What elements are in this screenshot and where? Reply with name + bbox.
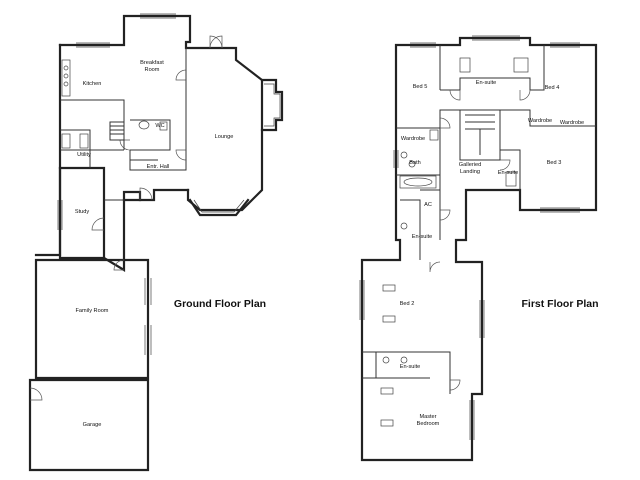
label-utility: Utility <box>77 152 91 158</box>
label-bed2: Bed 2 <box>400 301 415 307</box>
first-floor-plan: Bed 5 En-suite Bed 4 Wardrobe Wardrobe W… <box>359 35 599 462</box>
ground-floor-title: Ground Floor Plan <box>174 298 266 310</box>
label-ac: AC <box>424 202 432 208</box>
ground-windows <box>57 13 176 355</box>
first-windows <box>359 35 580 440</box>
ground-doors <box>29 35 223 401</box>
first-interior-walls <box>362 45 596 394</box>
ground-fixtures <box>61 59 168 149</box>
label-study: Study <box>75 209 90 215</box>
breakfast-line1: Breakfast <box>140 60 164 66</box>
label-bath: Bath <box>409 160 421 166</box>
first-doors <box>429 89 531 391</box>
label-bed4: Bed 4 <box>545 85 560 91</box>
first-fixtures <box>380 57 529 427</box>
label-bed3: Bed 3 <box>547 160 562 166</box>
label-lounge: Lounge <box>215 134 234 140</box>
label-ensuite-top: En-suite <box>476 80 497 86</box>
master-line1: Master <box>419 414 436 420</box>
label-family-room: Family Room <box>76 308 109 314</box>
label-ensuite-mid: En-suite <box>412 234 433 240</box>
label-ensuite-master: En-suite <box>400 364 421 370</box>
master-line2: Bedroom <box>417 421 440 427</box>
ground-bay-windows <box>188 78 284 217</box>
first-floor-title: First Floor Plan <box>521 298 598 310</box>
ground-interior-walls <box>60 48 187 201</box>
label-garage: Garage <box>83 422 102 428</box>
label-bed5: Bed 5 <box>413 84 428 90</box>
label-kitchen: Kitchen <box>83 81 102 87</box>
breakfast-line2: Room <box>145 67 160 73</box>
landing-line2: Landing <box>460 169 480 175</box>
label-wardrobe-right: Wardrobe <box>560 120 584 126</box>
label-ensuite-right: En-suite <box>498 170 519 176</box>
landing-line1: Galleried <box>459 162 481 168</box>
label-wardrobe-mid: Wardrobe <box>528 118 552 124</box>
label-wardrobe-left: Wardrobe <box>401 136 425 142</box>
label-entrance-hall: Entr. Hall <box>147 164 170 170</box>
label-wc: WC <box>155 123 164 129</box>
first-outer-walls <box>360 36 598 462</box>
